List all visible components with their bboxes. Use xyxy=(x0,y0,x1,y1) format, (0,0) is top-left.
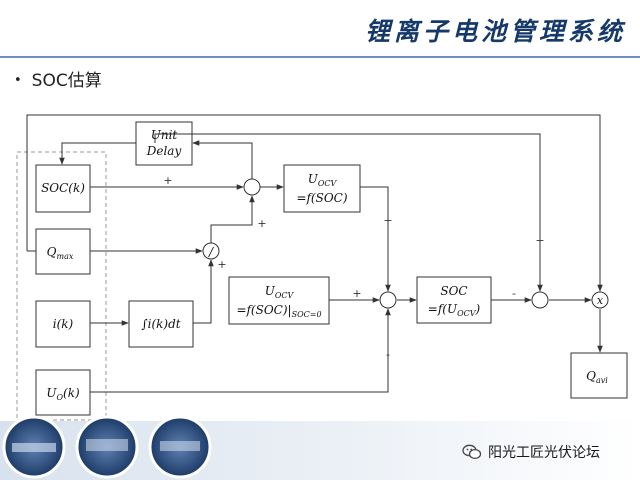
ocv-top-main: U xyxy=(308,172,319,186)
sum-junction-right xyxy=(531,291,549,309)
slide-title: 锂离子电池管理系统 xyxy=(364,17,626,46)
ocv-top-label-2: =f(SOC) xyxy=(296,191,347,205)
ocv-top-sub: OCV xyxy=(318,179,338,188)
ocv0-main-2: =f(SOC)| xyxy=(236,303,291,317)
ocv-top-label-1: UOCV xyxy=(308,172,338,188)
footer-brand: 阳光工匠光伏论坛 xyxy=(462,442,600,462)
soc-k-block xyxy=(35,164,91,213)
bullet-text: SOC估算 xyxy=(31,71,102,91)
q-avi-block xyxy=(570,352,628,399)
integral-label: ∫i(k)dt xyxy=(141,317,180,331)
ocv0-label-1: UOCV xyxy=(265,284,295,300)
footer-brand-text: 阳光工匠光伏论坛 xyxy=(488,445,600,461)
soc-inv-sub: OCV xyxy=(457,309,477,318)
q-max-sub: max xyxy=(56,252,73,261)
sign-sum1-bottom: + xyxy=(257,217,266,230)
sign-ocv0: + xyxy=(352,287,361,300)
ocv0-main: U xyxy=(265,284,276,298)
q-max-label: Qmax xyxy=(47,245,74,261)
multiply-operator: x xyxy=(597,294,604,307)
soc-k-label: SOC(k) xyxy=(41,181,85,195)
ocv0-sub-2: SOC=0 xyxy=(292,310,322,319)
soc-inv-label-1: SOC xyxy=(440,284,467,298)
ocv0-label-2: =f(SOC)|SOC=0 xyxy=(236,303,321,319)
ocv-top-block xyxy=(283,164,361,213)
u0-k-label: UO(k) xyxy=(46,386,80,402)
i-k-block xyxy=(35,300,91,348)
bullet-item: • SOC估算 xyxy=(14,66,102,91)
q-avi-main: Q xyxy=(586,369,596,383)
divide-operator: / xyxy=(208,245,215,259)
bullet-dot-icon: • xyxy=(14,73,22,88)
sign-right: + xyxy=(535,234,544,247)
sum-junction-top xyxy=(243,178,261,196)
integral-block xyxy=(128,300,194,348)
sum-junction-mid xyxy=(379,291,397,309)
sign-sum1-left: + xyxy=(163,174,172,187)
multiply-junction xyxy=(591,291,609,309)
u0-tail: (k) xyxy=(63,386,80,400)
unit-delay-label-2: Delay xyxy=(146,144,182,158)
soc-inv-main: =f(U xyxy=(428,302,458,316)
q-avi-label: Qavi xyxy=(586,369,608,385)
sign-divide: + xyxy=(217,258,226,271)
soc-inv-label-2: =f(UOCV) xyxy=(428,302,481,318)
wechat-icon xyxy=(462,444,482,460)
u0-sub: O xyxy=(56,393,63,402)
soc-inv-tail: ) xyxy=(475,302,481,316)
q-max-main: Q xyxy=(47,245,57,259)
u0-main: U xyxy=(46,386,57,400)
unit-delay-label-1: Unit xyxy=(151,128,178,142)
sign-ocv: + xyxy=(383,214,392,227)
title-rule xyxy=(0,56,640,58)
i-k-label: i(k) xyxy=(53,317,74,331)
ocv0-sub: OCV xyxy=(275,291,295,300)
q-avi-sub: avi xyxy=(596,376,608,385)
sign-soc: - xyxy=(512,287,516,300)
sign-u0: - xyxy=(386,348,390,361)
footer-decoration xyxy=(0,415,640,480)
